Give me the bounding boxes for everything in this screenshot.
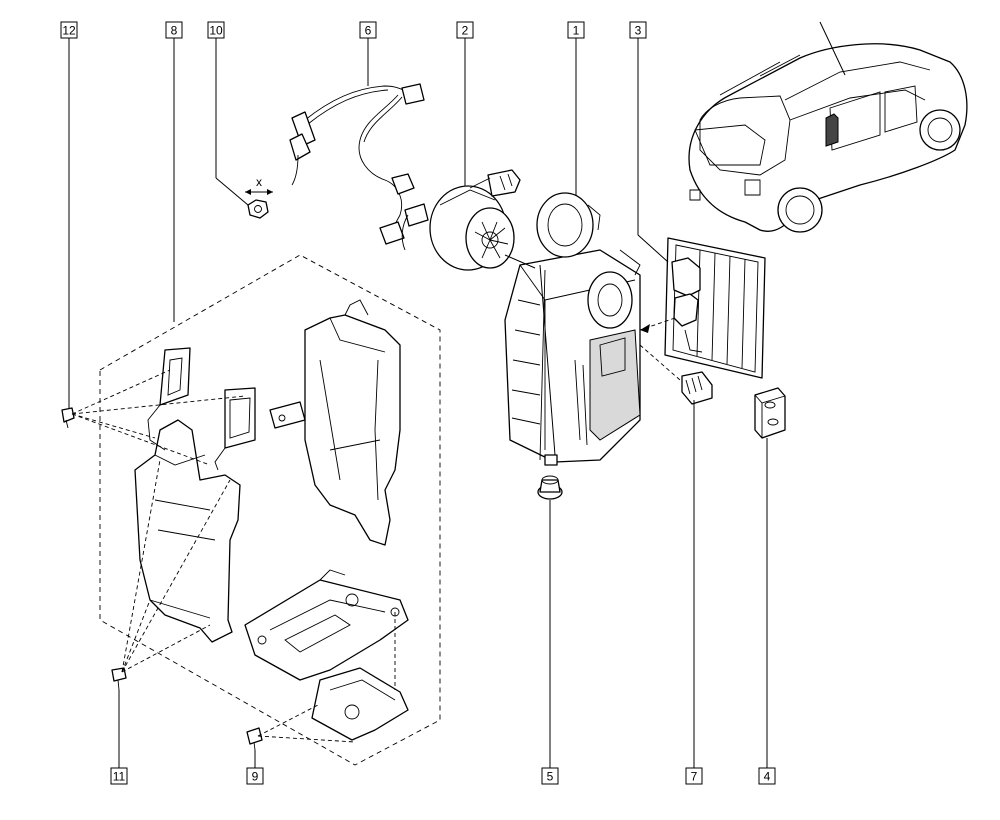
svg-text:12: 12: [62, 24, 76, 38]
svg-text:1: 1: [573, 24, 580, 38]
callout-3: 3: [629, 21, 647, 39]
svg-text:3: 3: [635, 24, 642, 38]
support-bracket-left: [134, 347, 256, 643]
wiring-harness: [289, 83, 429, 251]
leader-lines: [68, 38, 768, 768]
support-bracket-right: [269, 299, 401, 546]
callout-6: 6: [359, 21, 377, 39]
svg-text:5: 5: [547, 770, 554, 784]
callout-8: 8: [165, 21, 183, 39]
heater-housing-unit: [504, 192, 641, 466]
callout-12: 12: [60, 21, 78, 39]
svg-text:11: 11: [113, 770, 126, 784]
fastener-arrows: [71, 344, 681, 743]
callout-10: 10: [207, 21, 225, 39]
blower-resistor: [681, 371, 713, 405]
blower-motor: [429, 169, 521, 271]
svg-text:6: 6: [365, 24, 372, 38]
callout-2: 2: [456, 21, 474, 39]
svg-text:2: 2: [462, 24, 469, 38]
screw-fastener-9: [246, 727, 263, 751]
vehicle-location-illustration: [688, 21, 968, 233]
callout-11: 11: [110, 767, 128, 785]
expansion-valve: [754, 387, 786, 439]
heater-matrix: [639, 237, 766, 379]
lower-bracket-tray: [244, 569, 409, 681]
callout-5: 5: [541, 767, 559, 785]
callout-4: 4: [758, 767, 776, 785]
nut-dimension-label: x: [256, 175, 262, 189]
callout-7: 7: [685, 767, 703, 785]
svg-text:4: 4: [764, 770, 771, 784]
nut-fastener: x: [245, 175, 273, 219]
svg-text:7: 7: [691, 770, 698, 784]
drain-grommet: [537, 475, 563, 500]
svg-text:8: 8: [171, 24, 178, 38]
clip-fastener-12: [61, 407, 75, 429]
lower-cover-plate: [311, 667, 409, 741]
callout-1: 1: [567, 21, 585, 39]
svg-text:10: 10: [209, 24, 223, 38]
svg-text:9: 9: [252, 770, 259, 784]
callout-9: 9: [246, 767, 264, 785]
